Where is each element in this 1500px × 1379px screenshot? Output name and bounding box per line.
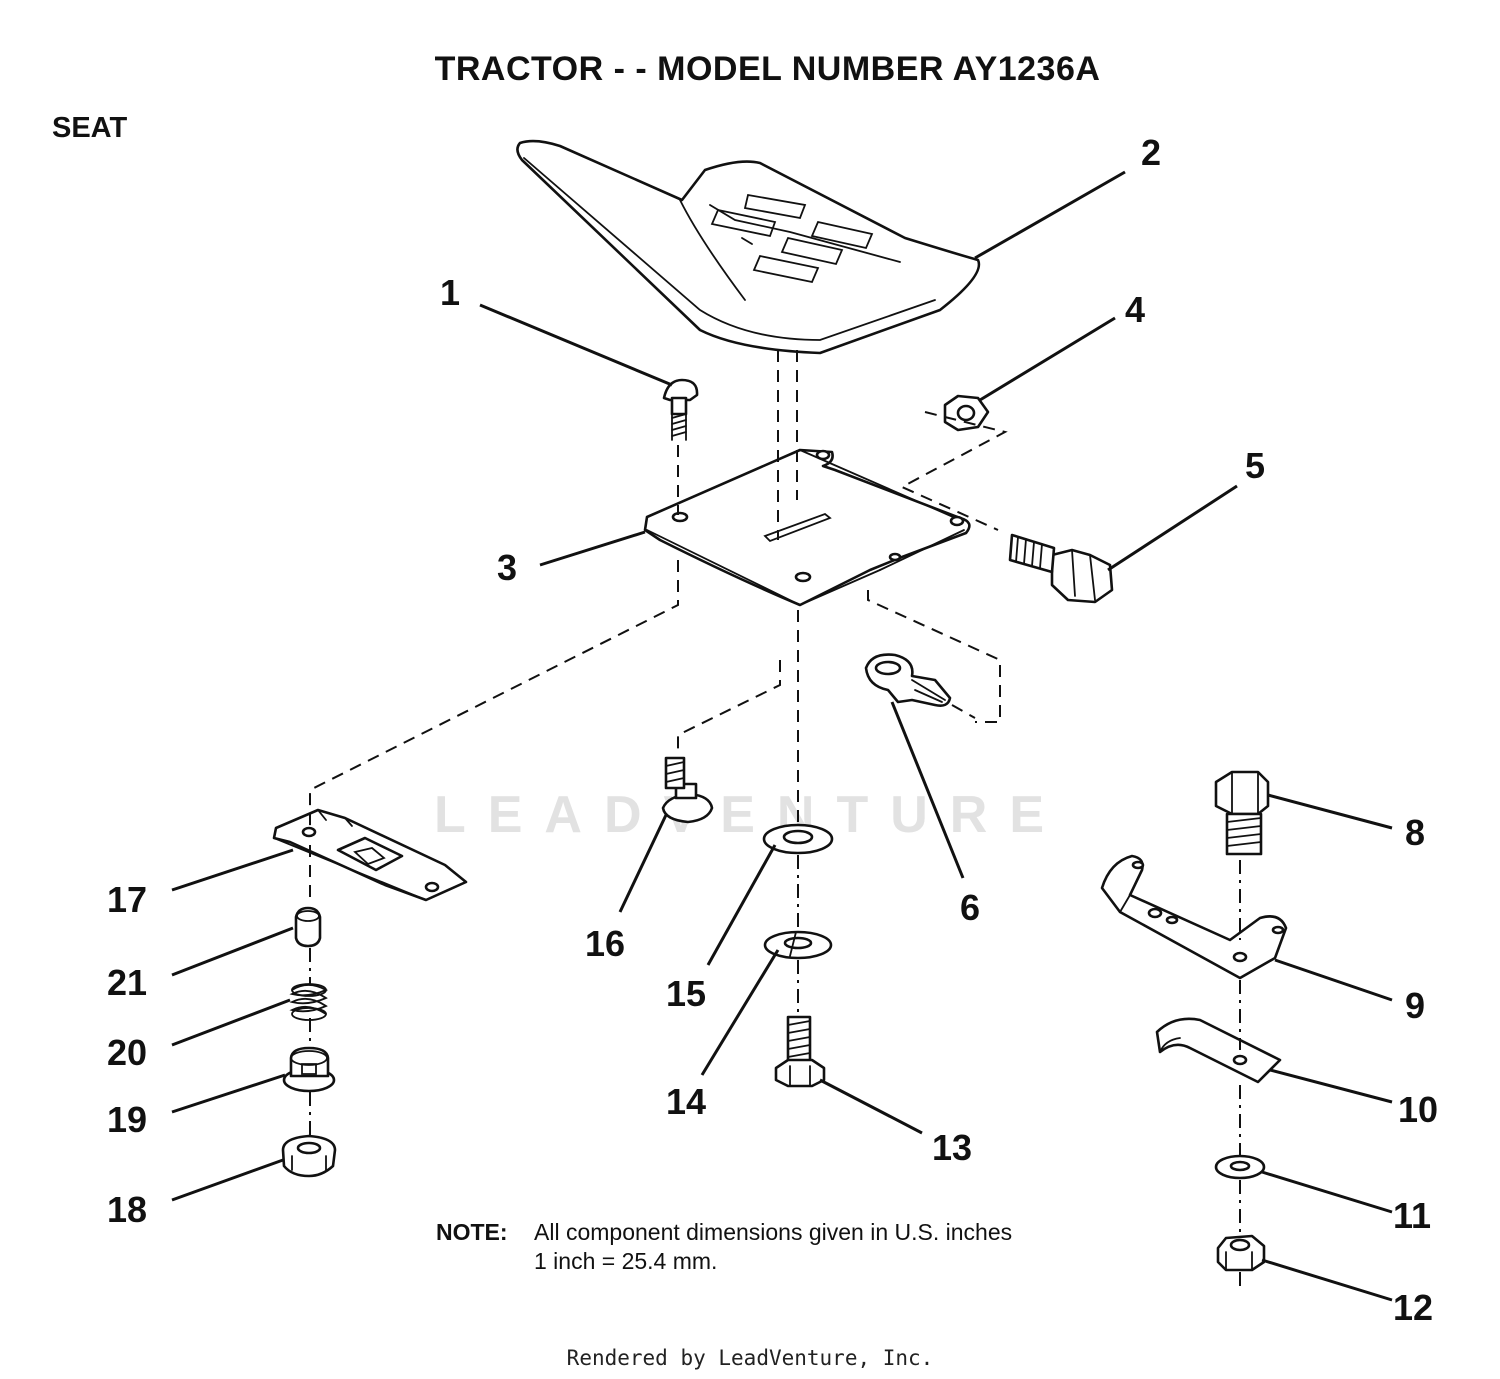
dimension-note: NOTE: All component dimensions given in U… — [436, 1218, 1012, 1276]
seat-bracket-part — [643, 448, 971, 607]
lock-nut-part — [1216, 1234, 1266, 1272]
callout-1: 1 — [440, 272, 461, 313]
note-label: NOTE: — [436, 1219, 508, 1245]
callout-13: 13 — [932, 1127, 973, 1168]
hex-bolt-13-part — [774, 1015, 826, 1088]
seat-pan-part — [516, 139, 981, 355]
diagram-title: TRACTOR - - MODEL NUMBER AY1236A — [434, 50, 1101, 88]
latch-bracket-part — [1100, 854, 1288, 980]
callout-10: 10 — [1398, 1089, 1439, 1130]
callout-2: 2 — [1141, 132, 1162, 173]
callout-leader-lines — [171, 170, 1393, 1302]
callout-18: 18 — [107, 1189, 148, 1230]
latch-plate-part — [272, 808, 468, 902]
note-line-1: All component dimensions given in U.S. i… — [534, 1219, 1013, 1245]
assembly-center-lines — [309, 350, 1241, 1290]
callout-20: 20 — [107, 1032, 148, 1073]
callout-12: 12 — [1393, 1287, 1434, 1328]
shoulder-bolt-part — [661, 756, 714, 824]
hex-cap-screw-part — [1214, 770, 1270, 856]
hex-bolt-part — [1008, 533, 1114, 604]
callout-3: 3 — [497, 547, 518, 588]
latch-pin-part — [294, 906, 322, 948]
hex-nut-part — [943, 394, 990, 432]
callout-14: 14 — [666, 1081, 707, 1122]
spring-plate-part — [1155, 1017, 1282, 1084]
callout-11: 11 — [1393, 1195, 1432, 1236]
section-label: SEAT — [52, 112, 128, 144]
watermark: LEADVENTURE — [433, 786, 1067, 844]
callout-9: 9 — [1405, 985, 1426, 1026]
callout-16: 16 — [585, 923, 626, 964]
flange-nut-part — [281, 1134, 337, 1178]
callout-17: 17 — [107, 879, 148, 920]
callout-5: 5 — [1245, 445, 1266, 486]
washer-15-part — [762, 823, 834, 855]
callout-15: 15 — [666, 973, 707, 1014]
carriage-bolt-part — [662, 378, 699, 441]
spring-cup-part — [282, 1046, 336, 1093]
lock-washer-part — [763, 930, 833, 960]
cable-clip-part — [864, 653, 952, 707]
note-line-2: 1 inch = 25.4 mm. — [534, 1248, 718, 1274]
callout-6: 6 — [960, 887, 981, 928]
callout-19: 19 — [107, 1099, 148, 1140]
callout-21: 21 — [107, 962, 148, 1003]
callout-4: 4 — [1125, 289, 1146, 330]
flat-washer-part — [1214, 1154, 1266, 1180]
callout-8: 8 — [1405, 812, 1426, 853]
compression-spring-part — [289, 983, 329, 1021]
render-credit-footer: Rendered by LeadVenture, Inc. — [566, 1346, 934, 1370]
